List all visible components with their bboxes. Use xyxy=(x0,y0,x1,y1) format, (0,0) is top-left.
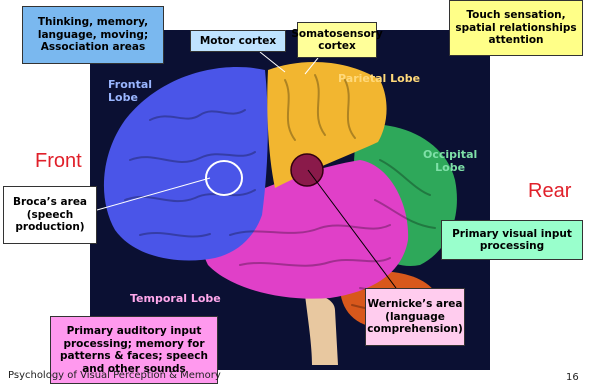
page-number: 16 xyxy=(566,372,579,383)
frontal-lobe-label: Frontal Lobe xyxy=(108,78,152,104)
temporal-lobe-label: Temporal Lobe xyxy=(130,292,221,305)
rear-label: Rear xyxy=(528,180,571,203)
touch-sensation-text: Touch sensation, spatial relationships a… xyxy=(453,9,579,47)
somatosensory-cortex-text: Somatosensory cortex xyxy=(291,28,382,53)
visual-processing-text: Primary visual input processing xyxy=(445,228,579,253)
broca-area-callout: Broca’s area (speech production) xyxy=(3,186,97,244)
motor-cortex-callout: Motor cortex xyxy=(190,30,286,52)
association-areas-text: Thinking, memory, language, moving; Asso… xyxy=(26,16,160,54)
association-areas-callout: Thinking, memory, language, moving; Asso… xyxy=(22,6,164,64)
parietal-lobe-label: Parietal Lobe xyxy=(338,72,420,85)
touch-sensation-callout: Touch sensation, spatial relationships a… xyxy=(449,0,583,56)
brainstem-region xyxy=(305,294,338,365)
occipital-lobe-label: Occipital Lobe xyxy=(423,148,477,174)
footer-title: Psychology of Visual Perception & Memory xyxy=(8,370,221,381)
front-label: Front xyxy=(35,150,82,173)
wernicke-area-callout: Wernicke’s area (language comprehension) xyxy=(365,288,465,346)
wernicke-area-text: Wernicke’s area (language comprehension) xyxy=(367,298,463,336)
auditory-processing-text: Primary auditory input processing; memor… xyxy=(54,325,214,375)
motor-cortex-text: Motor cortex xyxy=(200,35,276,48)
somatosensory-cortex-callout: Somatosensory cortex xyxy=(297,22,377,58)
wernicke-area-marker xyxy=(291,154,323,186)
visual-processing-callout: Primary visual input processing xyxy=(441,220,583,260)
broca-area-text: Broca’s area (speech production) xyxy=(7,196,93,234)
